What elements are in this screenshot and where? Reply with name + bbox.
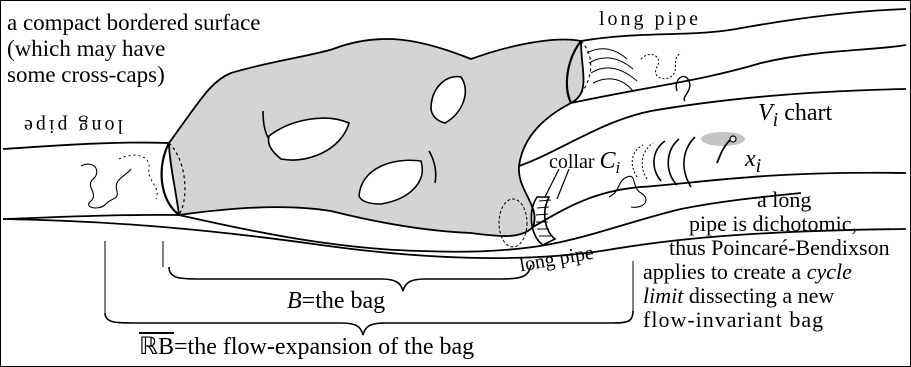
surface-label-line-3: some cross-caps) bbox=[7, 63, 165, 86]
point-label: xi bbox=[745, 147, 761, 176]
expansion-brace bbox=[105, 311, 633, 335]
note-line-1: a long bbox=[757, 189, 811, 211]
expansion-var: ℝB bbox=[139, 334, 174, 360]
bag-label: B=the bag bbox=[287, 289, 385, 313]
left-pipe-dots bbox=[119, 155, 157, 199]
cycle-limit-1 bbox=[654, 141, 665, 181]
chart-region bbox=[701, 132, 745, 146]
note-line-6: flow-invariant bag bbox=[643, 309, 824, 331]
point-x-i bbox=[730, 136, 736, 142]
bag-text: =the bag bbox=[302, 288, 386, 314]
collar-var: C bbox=[600, 148, 616, 174]
surface-label-line-2: (which may have bbox=[7, 37, 165, 60]
long-pipe-left-label: long pipe bbox=[21, 116, 123, 136]
expansion-label: ℝB=the flow-expansion of the bag bbox=[139, 335, 474, 359]
top-pipe-bottom-edge bbox=[571, 45, 906, 103]
left-pipe-bottom-edge bbox=[3, 215, 179, 219]
chart-var: V bbox=[758, 100, 773, 126]
cycle-dots bbox=[632, 143, 653, 179]
note-line-5: limit dissecting a new bbox=[643, 285, 834, 307]
note-line-4: applies to create a cycle bbox=[643, 261, 852, 283]
chart-label: Vi chart bbox=[758, 101, 832, 130]
note-line-5-text: dissecting a new bbox=[689, 283, 834, 308]
note-line-4-emph: cycle bbox=[807, 259, 852, 284]
note-line-2: pipe is dichotomic, bbox=[689, 213, 857, 235]
long-pipe-top-label: long pipe bbox=[599, 9, 701, 29]
expansion-text: =the flow-expansion of the bag bbox=[174, 334, 474, 360]
point-sub: i bbox=[756, 155, 762, 177]
cycle-limit-3 bbox=[684, 137, 695, 187]
note-line-3: thus Poincaré-Bendixson bbox=[669, 237, 890, 259]
top-pipe-flow-lines bbox=[587, 49, 637, 91]
left-pipe-scribble bbox=[81, 164, 131, 208]
note-line-5-emph: limit bbox=[643, 283, 683, 308]
note-line-4-text: applies to create a bbox=[643, 259, 801, 284]
bag-var: B bbox=[287, 288, 302, 314]
left-pipe-top-edge bbox=[3, 143, 169, 149]
brace-guide-left bbox=[105, 241, 163, 313]
top-pipe-scribble bbox=[641, 53, 681, 79]
collar-sub: i bbox=[616, 158, 621, 177]
point-var: x bbox=[745, 146, 756, 172]
collar-label: collar Ci bbox=[549, 149, 620, 177]
collar-word: collar bbox=[549, 151, 595, 173]
chart-word: chart bbox=[784, 100, 832, 126]
surface-label-line-1: a compact bordered surface bbox=[7, 11, 261, 34]
cycle-limit-2 bbox=[668, 139, 679, 185]
chart-sub: i bbox=[773, 109, 779, 131]
bag-surface bbox=[169, 39, 584, 236]
